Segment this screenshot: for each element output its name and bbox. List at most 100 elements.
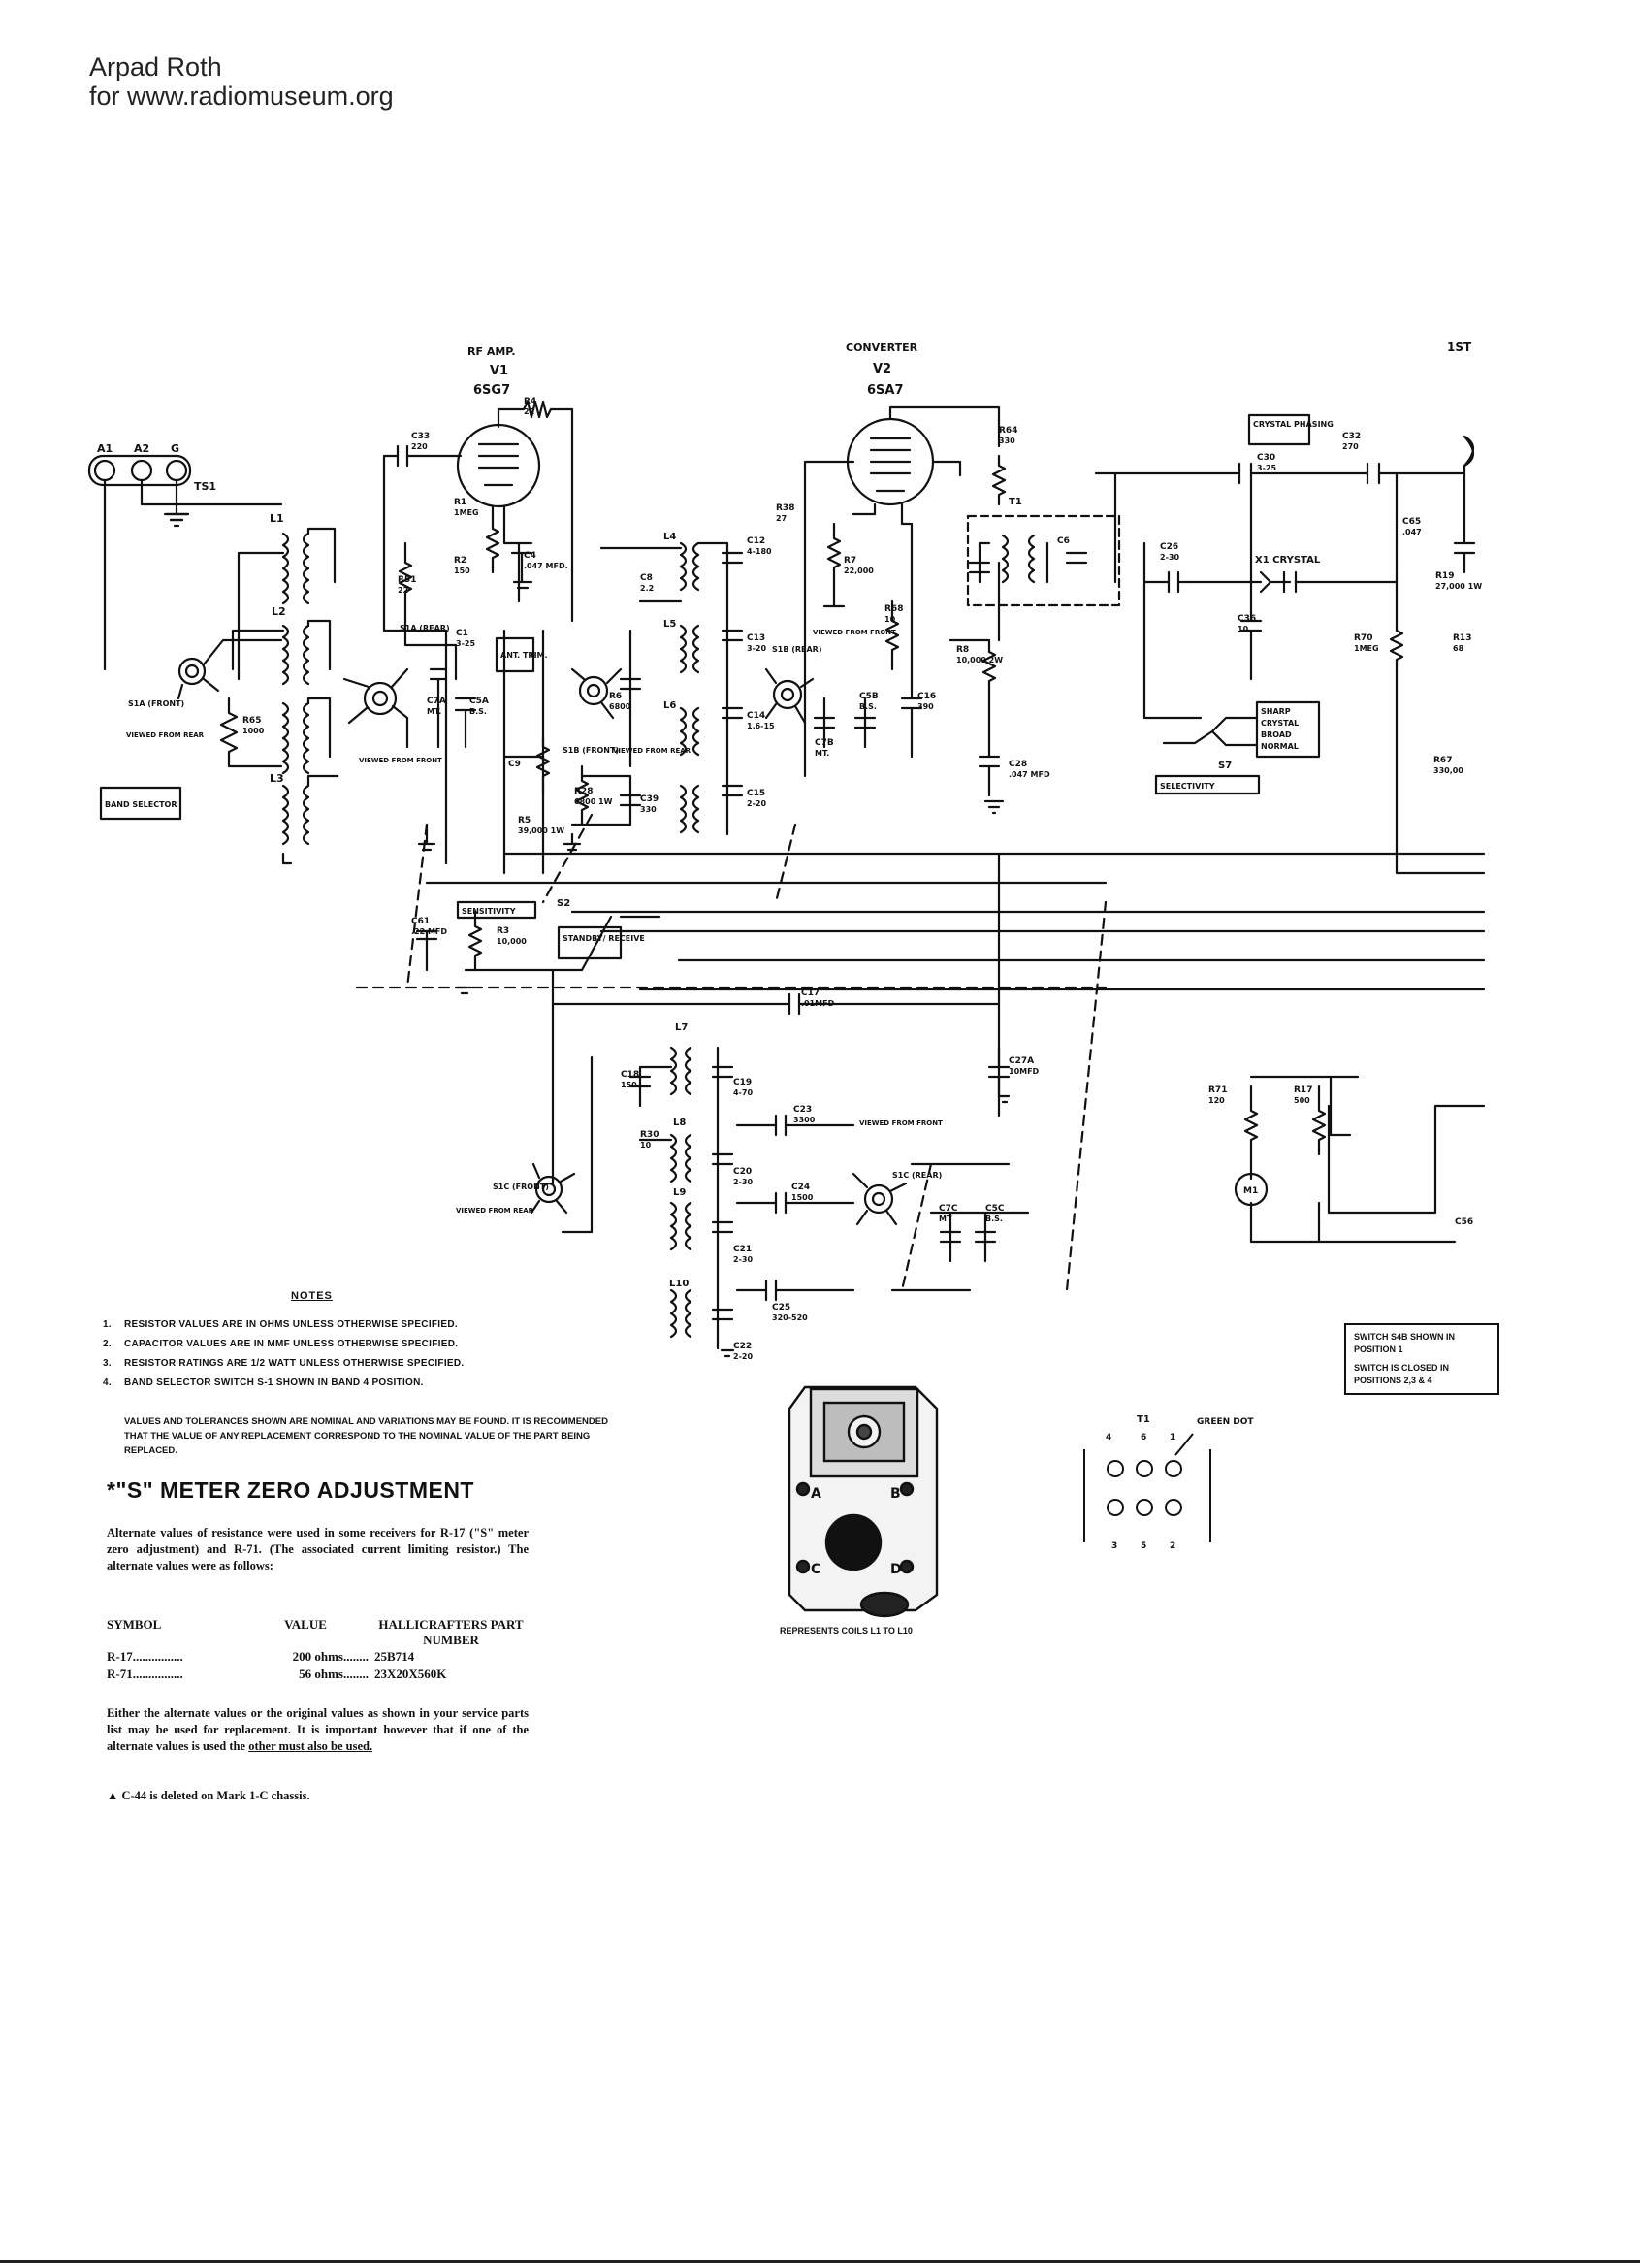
s1c-rear-label: S1C (REAR) [892, 1171, 942, 1180]
s1a-rear-label: S1A (REAR) [400, 624, 450, 632]
crystal-phasing-box [1247, 413, 1311, 446]
m1-meter-symbol [1234, 1172, 1269, 1207]
component-label-c56: C56 [1455, 1217, 1473, 1227]
s1b-rear-label: S1B (REAR) [772, 645, 822, 654]
note-item: 2.CAPACITOR VALUES ARE IN MMF UNLESS OTH… [103, 1339, 459, 1349]
component-label-c4: C4.047 MFD. [524, 551, 568, 570]
symbol-header: SYMBOL [107, 1617, 162, 1632]
s-meter-body: Alternate values of resistance were used… [107, 1526, 529, 1572]
row-value: 56 ohms........ [299, 1667, 369, 1681]
crystal-label: CRYSTAL [1261, 719, 1299, 728]
l9-label: L9 [673, 1187, 686, 1198]
v1-type: 6SG7 [473, 383, 510, 398]
l5-label: L5 [663, 619, 676, 630]
s1b-front-label: S1B (FRONT) [563, 746, 619, 755]
switch-note-line1: SWITCH S4B SHOWN IN POSITION 1 [1354, 1332, 1456, 1354]
alt-note-text: Either the alternate values or the origi… [107, 1706, 529, 1753]
ant-trim-box [495, 636, 535, 673]
note-item: 3.RESISTOR RATINGS ARE 1/2 WATT UNLESS O… [103, 1358, 465, 1369]
if-hint: 1ST [1447, 340, 1472, 354]
row-symbol: R-71................ [107, 1667, 183, 1681]
s1a-band-switch [177, 638, 409, 749]
alternate-values-table: SYMBOL VALUE HALLICRAFTERS PART NUMBER R… [107, 1617, 533, 1683]
l1-label: L1 [270, 512, 284, 525]
notes-list: 1.RESISTOR VALUES ARE IN OHMS UNLESS OTH… [103, 1315, 568, 1393]
s1b-rear-viewed: VIEWED FROM FRONT [813, 629, 896, 636]
s1c-front-viewed: VIEWED FROM REAR [456, 1207, 534, 1215]
selectivity-box [1154, 774, 1261, 795]
component-label-c28: C28.047 MFD [1009, 760, 1050, 779]
v2-type: 6SA7 [867, 383, 904, 398]
row-value: 200 ohms........ [292, 1649, 369, 1664]
coil-term-b: B [890, 1486, 901, 1502]
component-label-c61: C61.22 MFD [411, 917, 447, 936]
pin-4-label: 4 [1106, 1433, 1111, 1442]
part-header: HALLICRAFTERS PART NUMBER [378, 1617, 524, 1647]
coil-term-d: D [890, 1562, 902, 1577]
s1c-front-label: S1C (FRONT) [493, 1183, 549, 1191]
component-label-c9: C9 [508, 760, 521, 769]
antenna-label-g: G [171, 442, 179, 455]
band-selector-box [99, 786, 182, 821]
component-label-c65: C65.047 [1402, 517, 1422, 536]
row-part: 23X20X560K [374, 1667, 447, 1681]
l6-label: L6 [663, 700, 676, 711]
l3-label: L3 [270, 772, 284, 785]
l8-label: L8 [673, 1118, 686, 1128]
values-tolerance-note: VALUES AND TOLERANCES SHOWN ARE NOMINAL … [124, 1416, 608, 1456]
v1-title: RF AMP. [467, 345, 516, 358]
sensitivity-label: SENSITIVITY [462, 907, 516, 916]
oscillator-coil-group [628, 1046, 734, 1350]
value-header: VALUE [284, 1617, 327, 1632]
table-row: R-71................ 56 ohms........ 23X… [107, 1666, 533, 1683]
normal-label: NORMAL [1261, 742, 1299, 751]
pin-6-label: 6 [1141, 1433, 1146, 1442]
credit-author: Arpad Roth [89, 52, 222, 81]
l10-label: L10 [669, 1279, 689, 1289]
row-symbol: R-17................ [107, 1649, 183, 1664]
green-dot-label: GREEN DOT [1197, 1417, 1254, 1427]
l7-label: L7 [675, 1022, 688, 1033]
pin-5-label: 5 [1141, 1541, 1146, 1551]
pin-2-label: 2 [1170, 1541, 1175, 1551]
converter-coil-group [599, 541, 744, 836]
alt-note-underline: other must also be used. [248, 1739, 373, 1753]
s7-switch [1142, 541, 1259, 747]
rf-coil-group [231, 527, 339, 865]
credit-block: Arpad Roth for www.radiomuseum.org [89, 52, 394, 111]
m1-label: M1 [1243, 1186, 1258, 1196]
crystal-selectivity-box [1255, 700, 1321, 759]
v1-ref: V1 [490, 364, 508, 378]
v1-tube-symbol [456, 400, 574, 623]
switch-s4b-note: SWITCH S4B SHOWN IN POSITION 1 SWITCH IS… [1344, 1323, 1499, 1395]
pin-3-label: 3 [1111, 1541, 1117, 1551]
s1b-band-switch [570, 667, 815, 725]
crystal-phasing-label: CRYSTAL PHASING [1253, 420, 1334, 429]
alternate-values-note: Either the alternate values or the origi… [107, 1705, 529, 1755]
ts1-label: TS1 [194, 480, 216, 493]
